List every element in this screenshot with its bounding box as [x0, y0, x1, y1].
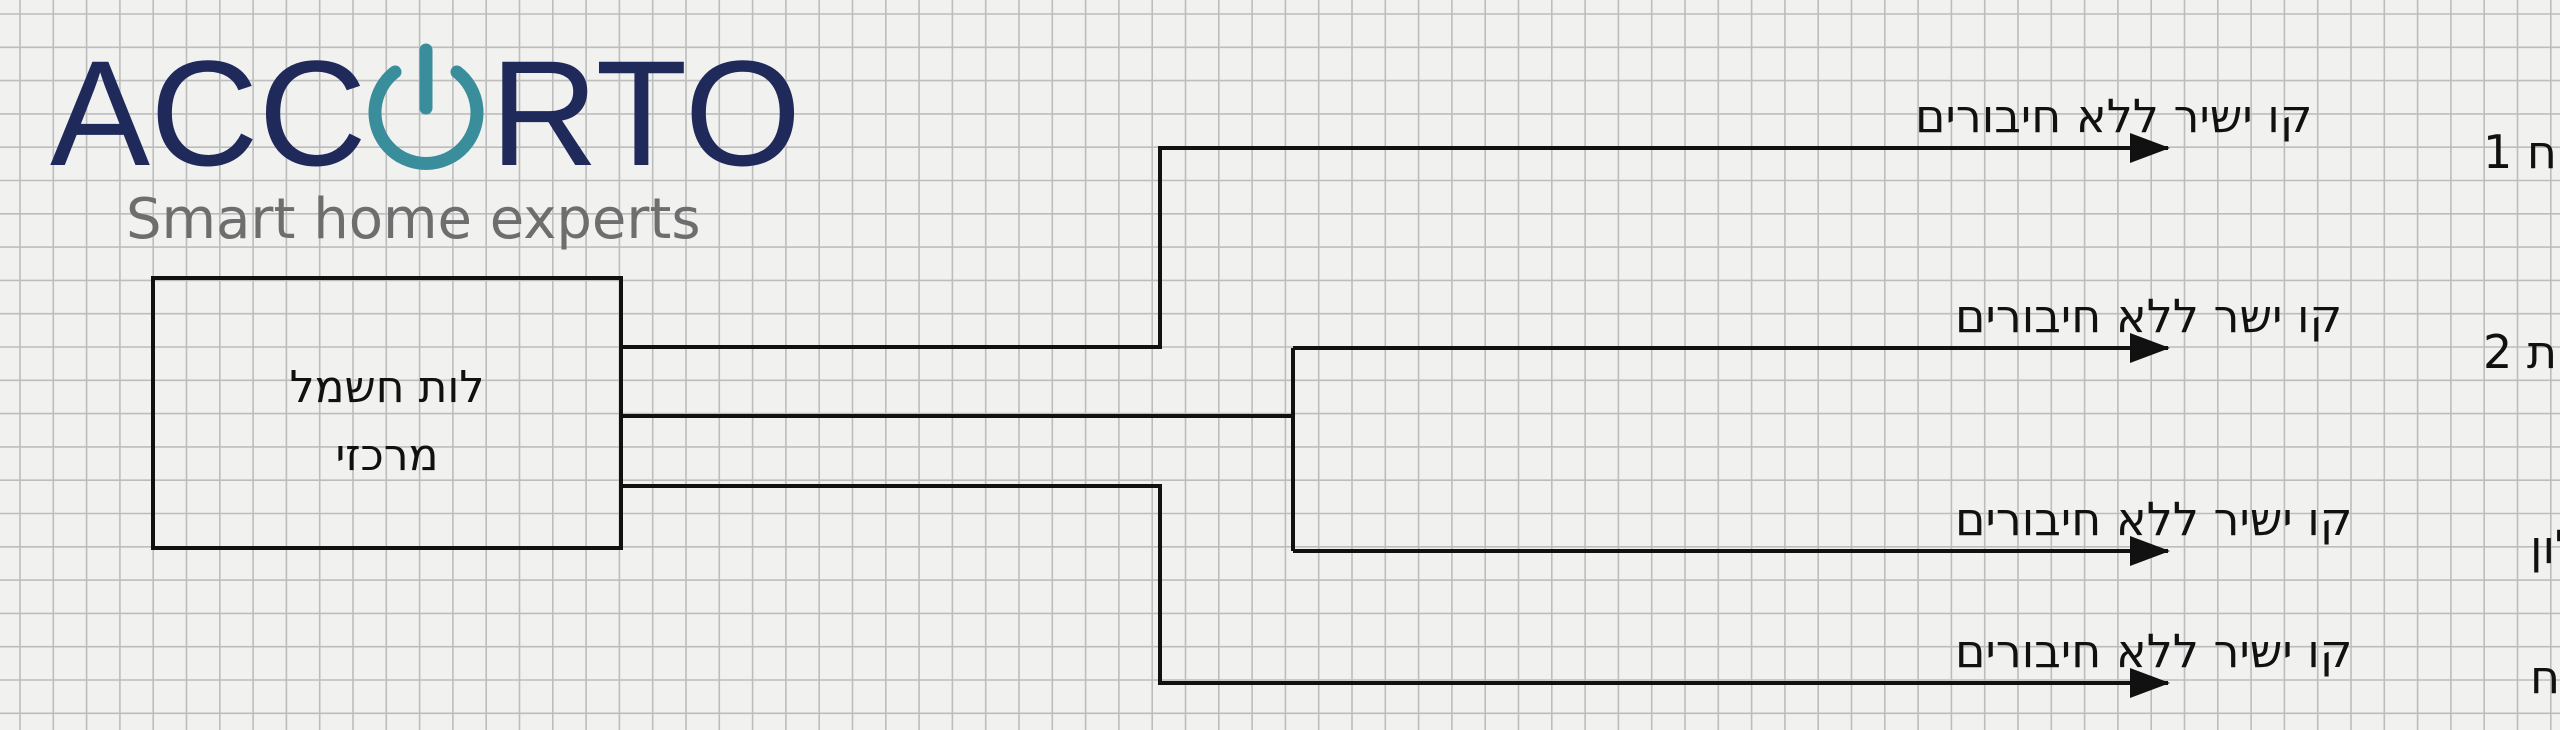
- destination-living-room-light: תאורת סלון: [2530, 520, 2560, 574]
- cable-to-kitchen-light: [621, 484, 2170, 698]
- destination-kitchen-light: תאורת מטבח: [2530, 650, 2560, 704]
- logo-tagline: Smart home experts: [126, 187, 701, 252]
- central-panel: לות חשמל מרכזי: [151, 276, 623, 550]
- logo-letters-start: ACC: [50, 29, 367, 197]
- cable-label-4: קו ישיר ללא חיבורים: [1955, 624, 2352, 678]
- logo-letters-end: RTO: [490, 29, 801, 197]
- panel-label-line1: לות חשמל: [290, 362, 485, 413]
- cable-runs: [621, 133, 2170, 698]
- destination-outlet-1: שקע כוח 1: [2483, 125, 2560, 179]
- accorto-logo: ACC RTO Smart home experts: [50, 29, 801, 252]
- cable-label-3: קו ישיר ללא חיבורים: [1955, 492, 2352, 546]
- power-icon: [368, 43, 484, 170]
- destination-outlet-2: שקע כות 2: [2483, 325, 2560, 379]
- panel-box: [151, 276, 623, 550]
- cable-label-2: קו ישר ללא חיבורים: [1955, 289, 2342, 343]
- cable-label-1: קו ישיר ללא חיבורים: [1915, 89, 2312, 143]
- panel-label-line2: מרכזי: [335, 430, 438, 481]
- cable-to-outlet-1: [621, 133, 2170, 349]
